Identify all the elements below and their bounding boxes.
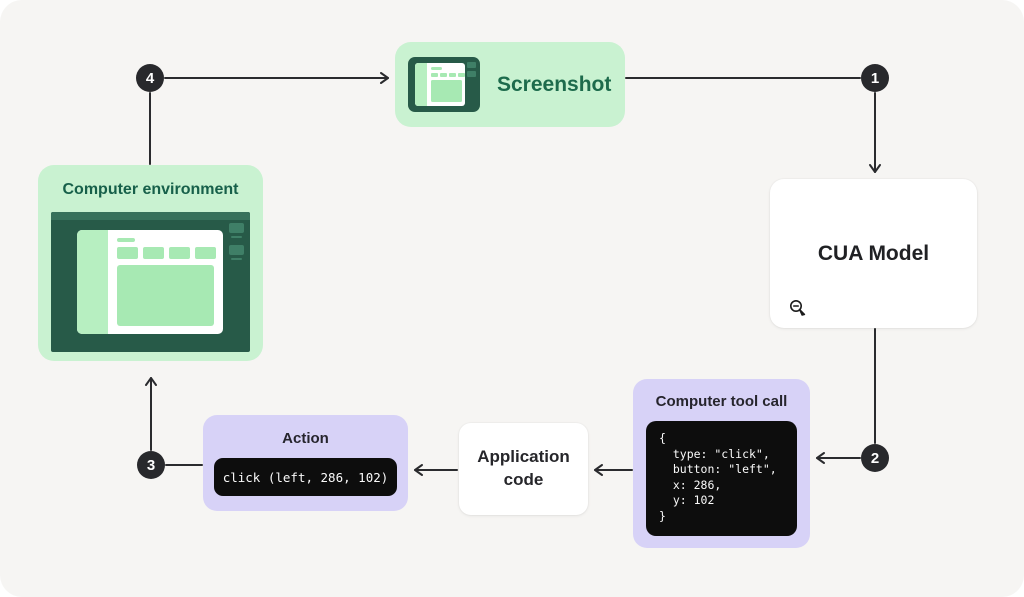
computer-environment-node: Computer environment [38, 165, 263, 361]
computer-tool-call-title: Computer tool call [655, 393, 788, 410]
application-code-node: Application code [459, 423, 588, 515]
mini-window-content [431, 80, 462, 102]
desktop-icon [229, 245, 244, 260]
action-node: Action click (left, 286, 102) [203, 415, 408, 511]
screenshot-label: Screenshot [497, 72, 612, 96]
application-code-label: Application code [477, 447, 570, 489]
step-badge-1: 1 [861, 64, 889, 92]
mini-window-sidebar [415, 63, 427, 106]
desktop-window-illustration [51, 212, 250, 352]
action-code-pill: click (left, 286, 102) [214, 458, 397, 496]
step-badge-2: 2 [861, 444, 889, 472]
app-window-sidebar [77, 230, 108, 334]
mini-desktop-icons [467, 62, 476, 77]
cua-model-label: CUA Model [817, 241, 930, 265]
app-window [77, 230, 223, 334]
app-window-titlebar [117, 238, 135, 242]
code-line: y: 102 [659, 493, 715, 508]
code-line: button: "left", [659, 462, 777, 477]
step-badge-4: 4 [136, 64, 164, 92]
computer-environment-label: Computer environment [62, 181, 239, 198]
code-line: type: "click", [659, 446, 770, 461]
cua-model-node: CUA Model [770, 179, 977, 328]
action-title: Action [282, 430, 329, 447]
desktop-icon [229, 223, 244, 238]
mini-window-main [427, 63, 465, 106]
zoom-out-cursor-icon [790, 300, 806, 316]
mini-window [415, 63, 465, 106]
desktop-icons [229, 223, 244, 260]
mini-browser-window-icon [408, 57, 480, 112]
step-badge-3: 3 [137, 451, 165, 479]
app-window-main [108, 230, 223, 334]
code-line: x: 286, [659, 477, 722, 492]
code-line: } [659, 508, 666, 523]
tool-call-code-block: { type: "click", button: "left", x: 286,… [646, 421, 797, 536]
screen-titlebar [51, 212, 250, 220]
code-line: { [659, 431, 666, 445]
app-window-tabs [117, 247, 216, 259]
mini-window-tabs [431, 73, 465, 77]
app-window-content [117, 265, 214, 326]
computer-tool-call-node: Computer tool call { type: "click", butt… [633, 379, 810, 548]
screenshot-node: Screenshot [395, 42, 625, 127]
mini-window-titlebar [431, 67, 442, 70]
